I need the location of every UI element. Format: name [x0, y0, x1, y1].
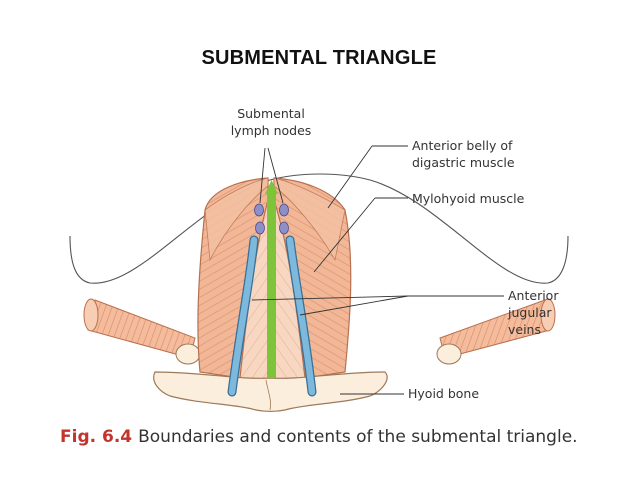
lymph-node	[279, 203, 289, 217]
label-anterior-jugular-veins-3: veins	[508, 322, 541, 337]
label-anterior-jugular-veins-2: jugular	[507, 305, 552, 320]
label-anterior-jugular-veins-1: Anterior	[508, 288, 559, 303]
label-mylohyoid-muscle: Mylohyoid muscle	[412, 191, 525, 206]
left-lateral-muscle	[204, 177, 269, 262]
right-vein-fill	[286, 236, 316, 396]
lymph-node	[255, 221, 265, 235]
right-digastric-tendon	[436, 343, 462, 365]
hyoid-midline	[265, 379, 271, 411]
left-vein-fill	[228, 236, 258, 396]
label-submental-lymph-nodes-2: lymph nodes	[231, 123, 312, 138]
lymph-node	[279, 221, 289, 235]
label-anterior-belly-digastric-2: digastric muscle	[412, 155, 515, 170]
left-digastric-tendon	[175, 343, 201, 365]
midline-green-tip	[265, 180, 278, 194]
slide-title: SUBMENTAL TRIANGLE	[201, 47, 437, 69]
mandible-outline	[69, 173, 569, 284]
caption-text: Boundaries and contents of the submental…	[138, 427, 578, 447]
figure-number: Fig. 6.4	[60, 427, 133, 447]
right-stylohyoid-end	[540, 298, 556, 332]
left-stylohyoid-end	[83, 298, 99, 332]
hyoid-bone	[153, 371, 388, 413]
label-hyoid-bone: Hyoid bone	[408, 386, 479, 401]
midline-green	[267, 190, 276, 378]
label-submental-lymph-nodes-1: Submental	[237, 106, 305, 121]
label-anterior-belly-digastric-1: Anterior belly of	[412, 138, 513, 153]
lymph-node	[254, 203, 264, 217]
leader-lines	[251, 145, 504, 395]
